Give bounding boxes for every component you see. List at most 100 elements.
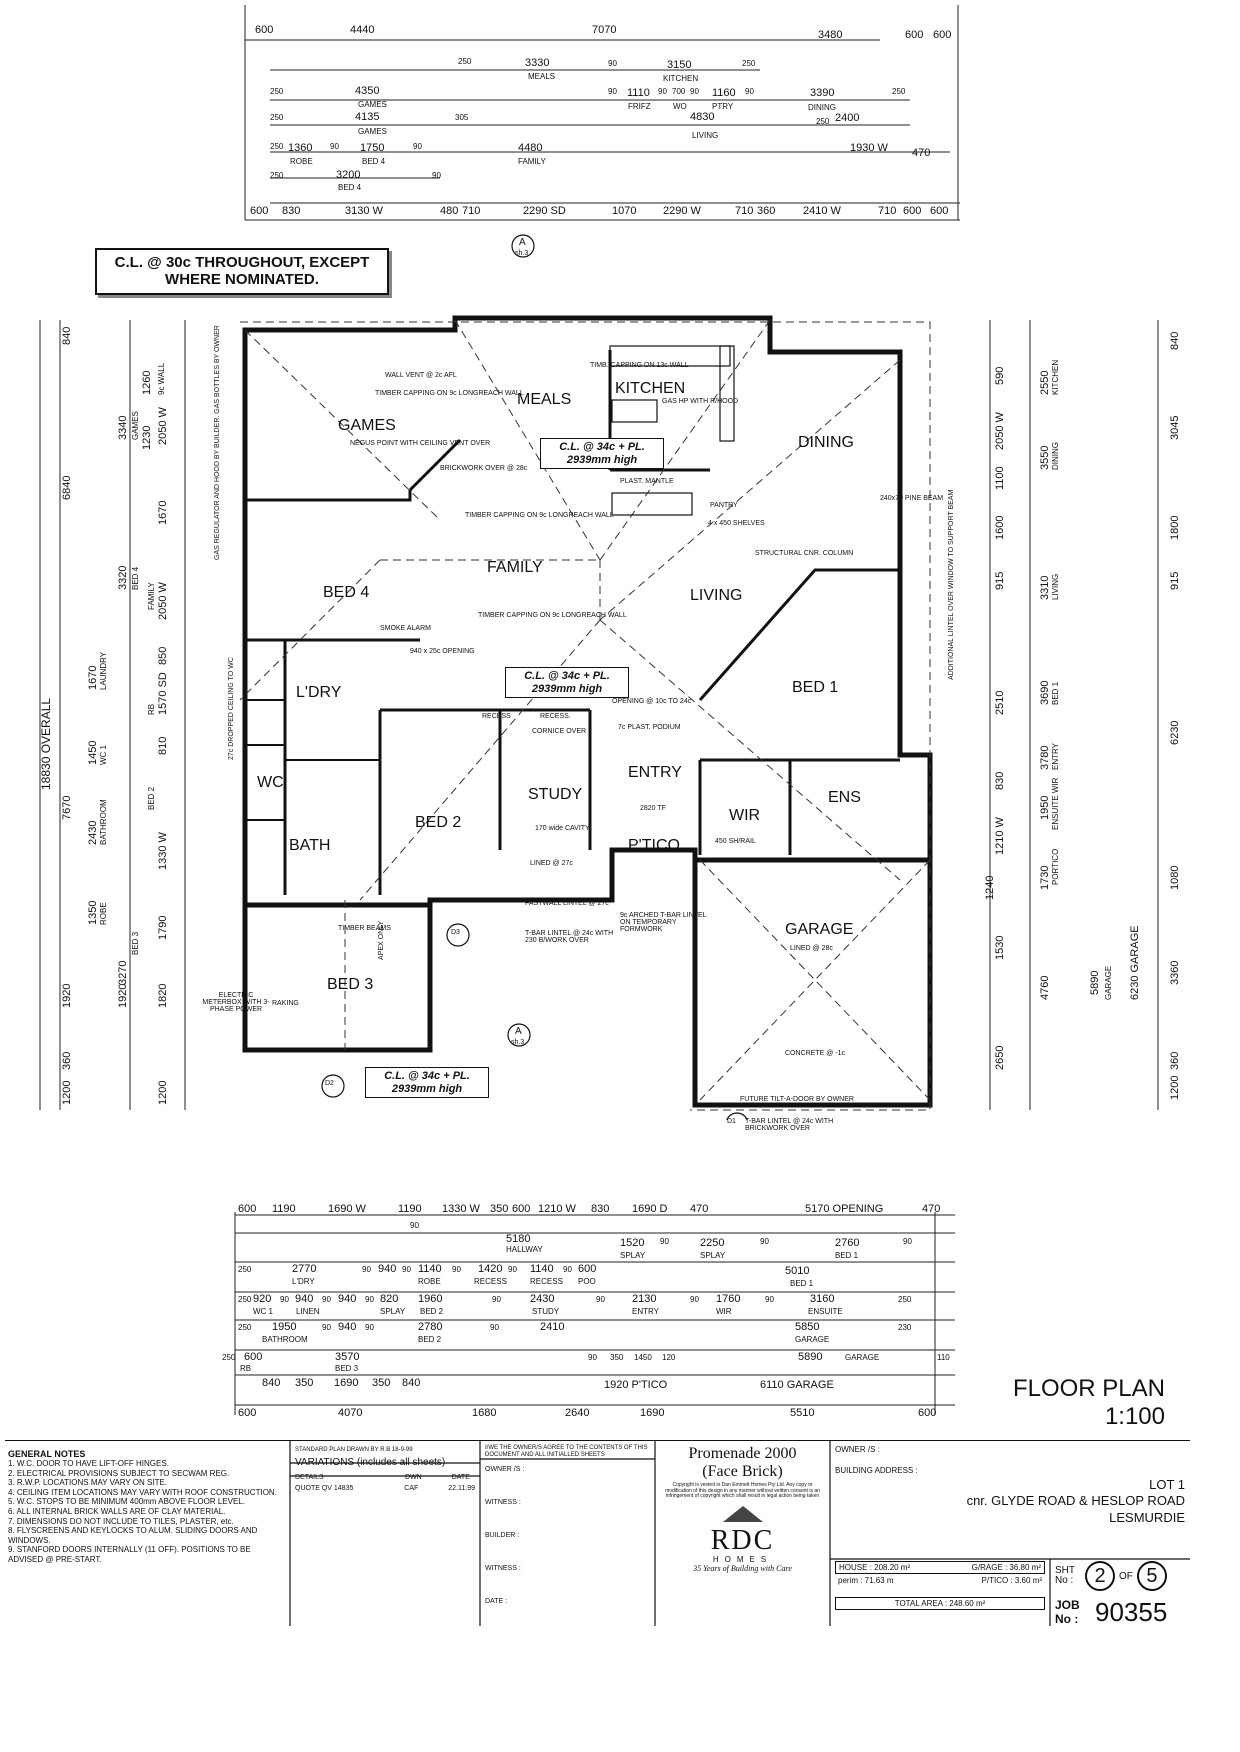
dim: 480 [440,205,459,217]
dim: 1690 W [328,1203,366,1215]
annotation: 940 x 25c OPENING [410,648,475,655]
dim: 820 [380,1293,399,1305]
dim: 1190 [272,1203,296,1215]
dim: 1110 [627,87,650,99]
room-label-bed4: BED 4 [323,584,370,601]
signature-field: DATE : [485,1598,508,1606]
sheet-job-block: SHT No : 2 OF 5 JOB No : 90355 [1055,1561,1185,1628]
dim: 1960 [418,1293,443,1305]
dim: 250 [742,59,756,68]
right-dim-lines [989,320,1159,1110]
annotation: PLAST. MANTLE [620,478,674,485]
dim: 1680 [472,1407,497,1419]
section-marker: A [519,237,526,248]
dim: 230 [898,1323,912,1332]
logo-text: RDC [710,1524,775,1556]
room-label-games: GAMES [338,417,396,434]
section-marker-sheet: sh.3 [515,250,529,257]
dim: 90 [760,1237,769,1246]
note-item: 7. DIMENSIONS DO NOT INCLUDE TO TILES, P… [8,1516,234,1526]
total-area: TOTAL AREA : 248.60 m² [835,1597,1045,1610]
dim: 2770 [292,1263,317,1275]
annotation: NEGUS POINT WITH CEILING VENT OVER [350,440,491,447]
dim-label: DINING [808,103,836,112]
dim-label: RECESS [474,1277,507,1286]
dim: 1420 [478,1263,503,1275]
dim: 920 [253,1293,272,1305]
dim: 1330 W [442,1203,480,1215]
dim: 90 [413,142,422,151]
dim: 3200 [336,169,361,181]
dim: 90 [280,1295,289,1304]
sheet-total: 5 [1136,1561,1167,1591]
dim: 470 [922,1203,941,1215]
dim: 90 [410,1221,419,1230]
dim: 120 [662,1353,676,1362]
variations-header-row: DETAILS DWN DATE [295,1474,475,1481]
dim-label: WO [673,102,687,111]
dim: 360 [757,205,776,217]
section-marker: D1 [727,1118,736,1125]
house-area: HOUSE : 208.20 m² [839,1563,911,1572]
dim: 1750 [360,142,385,154]
dim-label: BED 2 [420,1307,444,1316]
annotation: FASTWALL LINTEL @ 27c [525,900,609,907]
dim: 250 [458,57,472,66]
dim: 2410 [540,1321,565,1333]
general-notes-heading: GENERAL NOTES [8,1449,86,1459]
dim: 600 [905,29,924,41]
dim: 90 [563,1265,572,1274]
variations-cell: CAF [404,1485,419,1492]
area-row: HOUSE : 208.20 m² G/RAGE : 36.80 m² [835,1561,1045,1574]
ceiling-note-throughout: C.L. @ 30c THROUGHOUT, EXCEPT WHERE NOMI… [95,248,389,295]
dim: 90 [658,87,667,96]
dim: 4070 [338,1407,363,1419]
variations-row: QUOTE QV 14835 CAF 22.11.99 [295,1485,475,1492]
annotation: CORNICE OVER [532,728,587,735]
annotation: RECESS. [540,713,571,720]
dim: 2250 [700,1237,725,1249]
annotation: CONCRETE @ -1c [785,1050,845,1057]
dim-label: BED 1 [835,1251,859,1260]
dim: 3160 [810,1293,835,1305]
plan-name: Promenade 2000 [688,1445,797,1462]
tagline: 35 Years of Building with Care [693,1563,792,1573]
dim-label: ENTRY [632,1307,659,1316]
dim: 1160 [712,87,736,99]
dim: 250 [270,142,284,151]
dim: 1690 [640,1407,665,1419]
dim: 350 [610,1353,624,1362]
dim: 250 [892,87,906,96]
company-logo: RDC HOMES 35 Years of Building with Care [660,1505,825,1573]
dim-label: GAMES [358,100,387,109]
dim: 1690 D [632,1203,668,1215]
dim: 90 [322,1323,331,1332]
dim: 90 [765,1295,774,1304]
signature-field: BUILDER : [485,1532,520,1540]
sheet-label: SHT No : [1055,1565,1075,1586]
plan-subtitle: (Face Brick) [702,1463,783,1480]
dim: 350 [490,1203,509,1215]
dim: 90 [365,1323,374,1332]
dim: 5890 [798,1351,823,1363]
drawing-title-text: FLOOR PLAN [1012,1375,1165,1402]
annotation: ELECTRIC METERBOX WITH 3-PHASE POWER [202,992,270,1013]
dim: 5010 [785,1265,810,1277]
dim: 1070 [612,205,637,217]
dim: 250 [238,1323,252,1332]
dim-label: BATHROOM [262,1335,308,1344]
variations-cell: 22.11.99 [448,1485,475,1492]
dim: 3390 [810,87,835,99]
dim: 90 [330,142,339,151]
dim: 7070 [592,24,617,36]
title-block-lines [289,1441,1190,1626]
dim: 6110 GARAGE [760,1379,834,1391]
dim-label: PTRY [712,102,734,111]
annotation: STRUCTURAL CNR. COLUMN [755,550,854,557]
dim: 4480 [518,142,543,154]
dim: 250 [270,87,284,96]
lot: LOT 1 [1149,1477,1185,1492]
section-marker: A [515,1026,522,1037]
dim-label: RB [240,1364,252,1373]
dim: 5510 [790,1407,815,1419]
